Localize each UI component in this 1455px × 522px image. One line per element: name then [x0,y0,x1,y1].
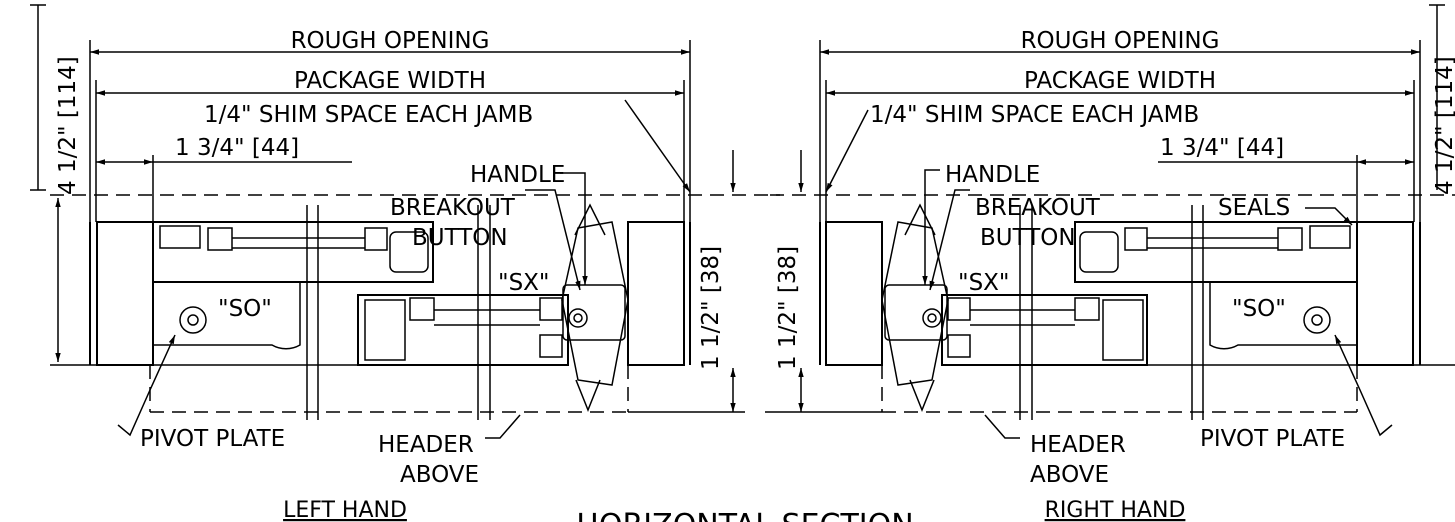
right-depth-dimension-label: 1 1/2" [38] [775,246,801,370]
left-rough-opening-label: ROUGH OPENING [291,28,490,54]
left-depth-dimension-label: 1 1/2" [38] [698,246,724,370]
right-shim-space-label: 1/4" SHIM SPACE EACH JAMB [870,102,1199,128]
right-rough-opening-label: ROUGH OPENING [1021,28,1220,54]
left-offset-label: 1 3/4" [44] [175,135,299,161]
left-header-label: HEADER [378,432,474,458]
left-sx-label: "SX" [498,270,550,296]
right-seals-label: SEALS [1218,195,1290,221]
left-top-dimension-label: 4 1/2" [114] [55,56,81,195]
right-breakout-label: BREAKOUT [975,195,1101,221]
left-breakout-label: BREAKOUT [390,195,516,221]
left-button-label: BUTTON [412,225,508,251]
right-header-above-label: ABOVE [1030,462,1109,488]
left-shim-space-label: 1/4" SHIM SPACE EACH JAMB [204,102,533,128]
drawing-title: HORIZONTAL SECTION [576,508,913,522]
left-so-label: "SO" [218,296,272,322]
left-hand-detail [30,4,780,439]
right-sx-label: "SX" [958,270,1010,296]
right-offset-label: 1 3/4" [44] [1160,135,1284,161]
right-so-label: "SO" [1232,296,1286,322]
left-handle-label: HANDLE [470,162,565,188]
right-top-dimension-label: 4 1/2" [114] [1432,56,1455,195]
left-hand-heading: LEFT HAND [283,498,407,522]
right-package-width-label: PACKAGE WIDTH [1024,68,1216,94]
left-pivot-plate-label: PIVOT PLATE [140,426,285,452]
right-hand-labels: 4 1/2" [114] ROUGH OPENING PACKAGE WIDTH… [775,28,1455,522]
right-hand-detail [765,4,1455,439]
right-header-label: HEADER [1030,432,1126,458]
right-pivot-plate-label: PIVOT PLATE [1200,426,1345,452]
left-package-width-label: PACKAGE WIDTH [294,68,486,94]
left-hand-labels: 4 1/2" [114] ROUGH OPENING PACKAGE WIDTH… [55,28,724,522]
right-hand-heading: RIGHT HAND [1045,498,1186,522]
right-handle-label: HANDLE [945,162,1040,188]
right-button-label: BUTTON [980,225,1076,251]
left-header-above-label: ABOVE [400,462,479,488]
